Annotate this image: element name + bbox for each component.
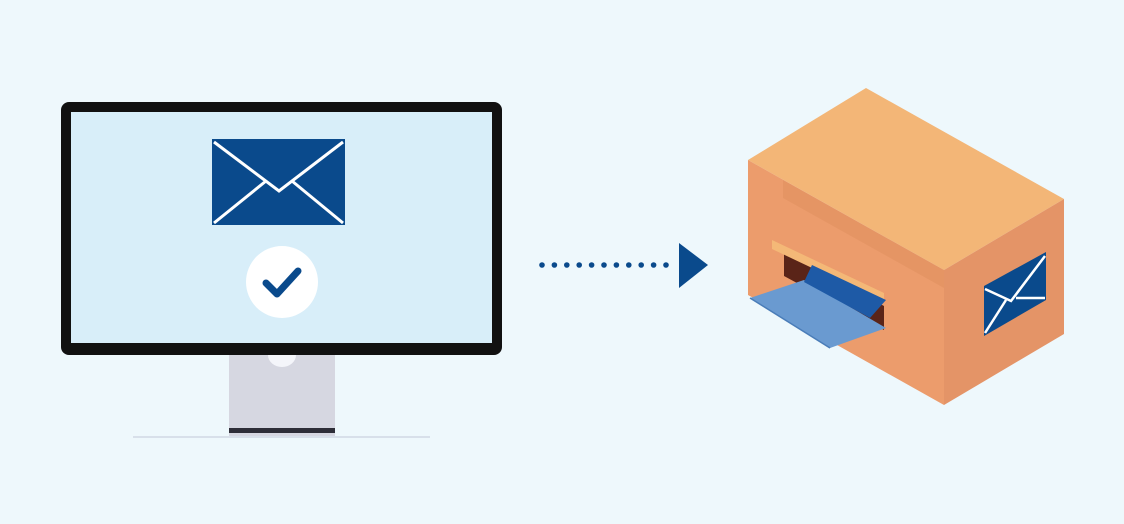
- monitor-stand-base: [229, 428, 335, 433]
- arrow-dot: [613, 262, 620, 268]
- box-front-shadow: [783, 180, 944, 288]
- monitor-stand-notch: [268, 355, 296, 367]
- envelope-icon: [983, 252, 1046, 336]
- envelope-icon: [749, 265, 886, 349]
- arrow-dot: [539, 262, 545, 268]
- arrow-dot: [564, 262, 570, 268]
- arrow-dot: [663, 262, 669, 268]
- box-top-face: [748, 88, 1064, 270]
- arrow-dot: [576, 262, 582, 268]
- arrow-dot: [551, 262, 558, 268]
- arrow-dot: [650, 262, 657, 268]
- envelope-icon: [212, 139, 345, 225]
- computer-monitor: [61, 102, 502, 438]
- arrow-dot: [588, 262, 595, 268]
- checkmark-icon: [246, 246, 318, 318]
- arrow-head: [679, 243, 708, 288]
- mail-box: [748, 88, 1064, 405]
- arrow-dot: [638, 262, 644, 268]
- arrow-dot: [601, 262, 607, 268]
- dotted-arrow-icon: [539, 243, 708, 288]
- arrow-dot: [626, 262, 632, 268]
